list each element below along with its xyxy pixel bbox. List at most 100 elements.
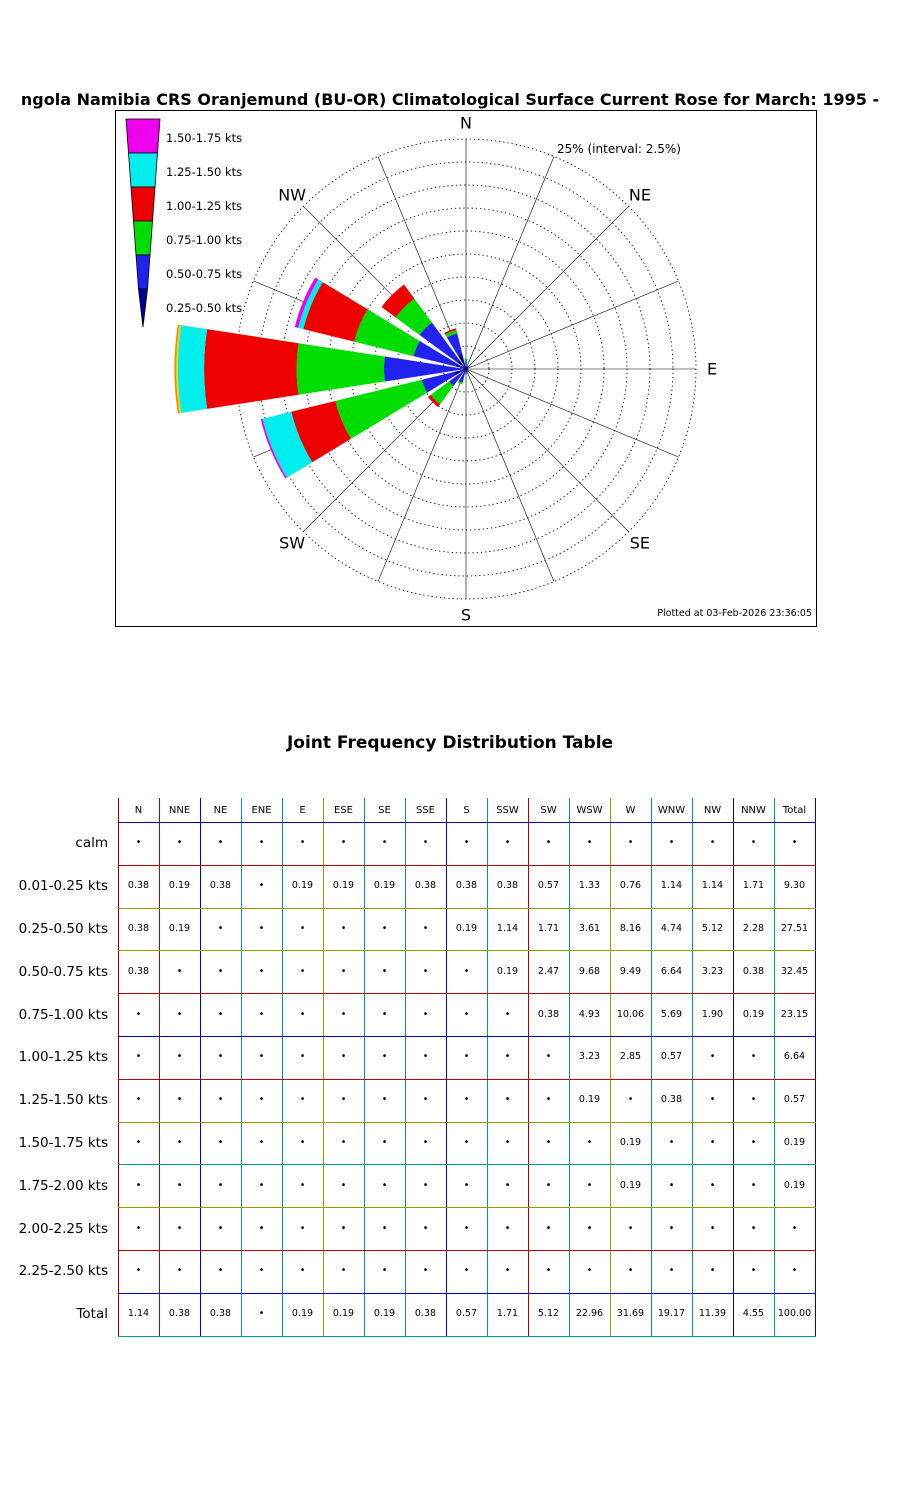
cell: •: [750, 1265, 757, 1277]
cell: •: [217, 965, 224, 977]
compass-label-sw: SW: [279, 533, 305, 552]
cell: 100.00: [777, 1308, 812, 1320]
grid-vline: [815, 798, 816, 1336]
cell: •: [750, 1222, 757, 1234]
cell: •: [135, 837, 142, 849]
cell: •: [258, 1094, 265, 1106]
cell: 0.19: [619, 1137, 642, 1148]
petal-segment-wsw: [454, 369, 466, 376]
cell: •: [709, 1137, 716, 1148]
petal-segment-nnw: [446, 333, 463, 356]
row-label: 0.01-0.25 kts: [18, 878, 108, 895]
grid-hline: [118, 993, 816, 995]
petal-segment-nw: [457, 360, 466, 369]
cell: 4.74: [660, 923, 683, 934]
cell: •: [463, 1137, 470, 1148]
petal-segment-s: [465, 372, 467, 375]
cell: 11.39: [698, 1308, 727, 1320]
cell: •: [668, 1265, 675, 1277]
cell: •: [176, 1179, 183, 1191]
legend-label: 0.25-0.50 kts: [166, 301, 242, 315]
cell: •: [340, 1137, 347, 1148]
grid-vline: [323, 798, 324, 1336]
cell: •: [709, 837, 716, 849]
grid-vline: [200, 798, 201, 1336]
cell: •: [217, 1008, 224, 1020]
cell: 1.33: [578, 880, 601, 892]
row-label: Total: [76, 1306, 108, 1323]
cell: 1.14: [496, 923, 519, 934]
cell: •: [176, 965, 183, 977]
cell: •: [299, 1051, 306, 1063]
cell: •: [258, 1137, 265, 1148]
column-header-ne: NE: [213, 805, 228, 816]
cell: 0.19: [783, 1179, 806, 1191]
cell: •: [422, 837, 429, 849]
cell: •: [586, 837, 593, 849]
petal-segment-wsw: [260, 418, 287, 479]
cell: •: [381, 923, 388, 934]
petal-segment-wnw: [303, 282, 368, 342]
cell: •: [299, 1137, 306, 1148]
legend-label: 0.75-1.00 kts: [166, 233, 242, 247]
cell: •: [135, 1137, 142, 1148]
cell: •: [299, 1094, 306, 1106]
petal-segment-se: [466, 369, 468, 371]
direction-spoke: [465, 368, 629, 532]
row-label: 0.50-0.75 kts: [18, 963, 108, 980]
cell: •: [750, 1051, 757, 1063]
cell: •: [504, 1051, 511, 1063]
cell: •: [176, 1265, 183, 1277]
cell: •: [258, 837, 265, 849]
grid-vline: [364, 798, 365, 1336]
column-header-nne: NNE: [168, 805, 191, 816]
cell: •: [750, 1137, 757, 1148]
cell: •: [258, 1051, 265, 1063]
cell: 0.19: [578, 1094, 601, 1106]
petal-segment-wnw: [294, 277, 319, 328]
cell: 1.71: [537, 923, 560, 934]
cell: •: [176, 1137, 183, 1148]
direction-spoke: [465, 206, 629, 370]
grid-vline: [487, 798, 488, 1336]
column-header-ssw: SSW: [496, 805, 519, 816]
cell: 0.38: [455, 880, 478, 892]
cell: •: [135, 1265, 142, 1277]
cell: 1.14: [660, 880, 683, 892]
cell: •: [258, 880, 265, 892]
cell: •: [504, 1094, 511, 1106]
legend-swatch: [138, 288, 148, 328]
cell: •: [176, 1008, 183, 1020]
column-header-wsw: WSW: [576, 805, 603, 816]
cell: •: [668, 1222, 675, 1234]
cell: 0.38: [414, 880, 437, 892]
direction-spoke: [465, 368, 555, 582]
cell: •: [586, 1179, 593, 1191]
column-header-sw: SW: [540, 805, 557, 816]
cell: 1.71: [742, 880, 765, 892]
cell: •: [750, 1094, 757, 1106]
legend-swatch: [130, 186, 156, 222]
grid-hline: [118, 1121, 816, 1123]
cell: •: [750, 1179, 757, 1191]
cell: •: [258, 1222, 265, 1234]
grid-hline: [118, 1078, 816, 1080]
cell: 19.17: [657, 1308, 686, 1320]
ring-scale-label: 25% (interval: 2.5%): [557, 142, 681, 156]
petal-segment-w: [204, 329, 299, 409]
grid-vline: [118, 798, 119, 1336]
petal-segment-n: [465, 365, 467, 369]
cell: •: [586, 1137, 593, 1148]
cell: •: [381, 1051, 388, 1063]
petal-segment-nw: [395, 298, 432, 335]
row-label: 1.00-1.25 kts: [18, 1049, 108, 1066]
grid-vline: [405, 798, 406, 1336]
cell: •: [381, 1094, 388, 1106]
cell: 3.23: [578, 1051, 601, 1063]
direction-spoke: [465, 368, 679, 458]
cell: •: [381, 1265, 388, 1277]
cell: 2.47: [537, 965, 560, 977]
petal-segment-wsw: [421, 371, 456, 393]
row-label: calm: [75, 835, 108, 852]
